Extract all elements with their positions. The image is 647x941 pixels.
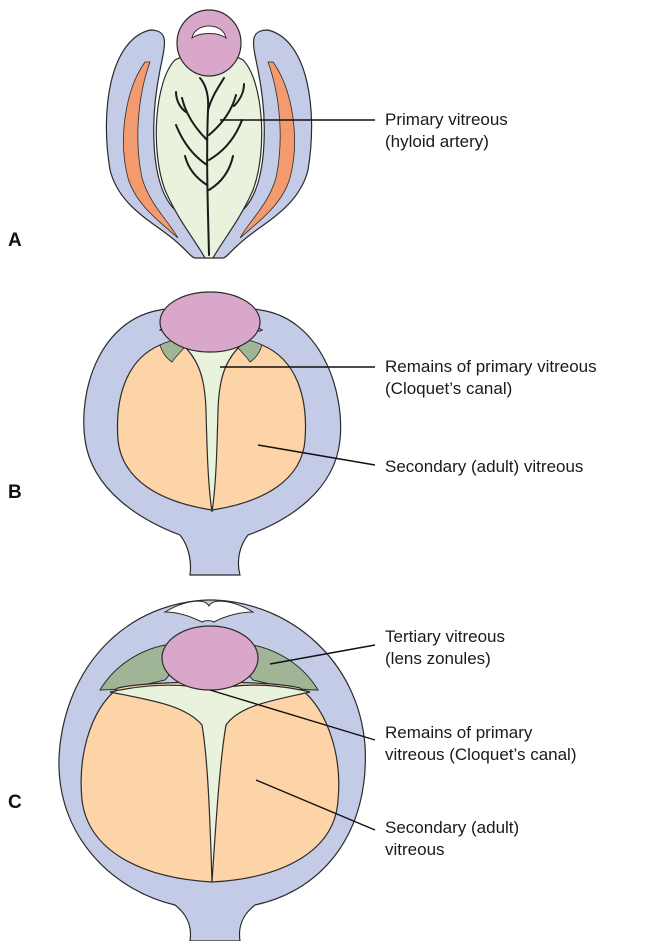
panel-b-label-cloquets: Remains of primary vitreous (Cloquet’s c… xyxy=(385,357,601,398)
panel-a-label-primary-vitreous: Primary vitreous (hyloid artery) xyxy=(385,110,513,151)
panel-b-lens xyxy=(160,292,260,352)
panel-b-label-secondary: Secondary (adult) vitreous xyxy=(385,457,583,476)
panel-c-label-tertiary: Tertiary vitreous (lens zonules) xyxy=(385,627,510,668)
panel-b: Remains of primary vitreous (Cloquet’s c… xyxy=(8,292,601,575)
panel-c-lens xyxy=(162,626,258,690)
panel-c-letter: C xyxy=(8,792,22,813)
panel-c-label-cloquets: Remains of primary vitreous (Cloquet’s c… xyxy=(385,723,577,764)
panel-a-letter: A xyxy=(8,230,22,251)
panel-a-lens xyxy=(177,10,241,76)
panel-a: Primary vitreous (hyloid artery) A xyxy=(8,10,513,258)
panel-b-letter: B xyxy=(8,482,22,503)
panel-c-label-secondary: Secondary (adult) vitreous xyxy=(385,818,524,859)
panel-c: Tertiary vitreous (lens zonules) Remains… xyxy=(8,600,577,941)
